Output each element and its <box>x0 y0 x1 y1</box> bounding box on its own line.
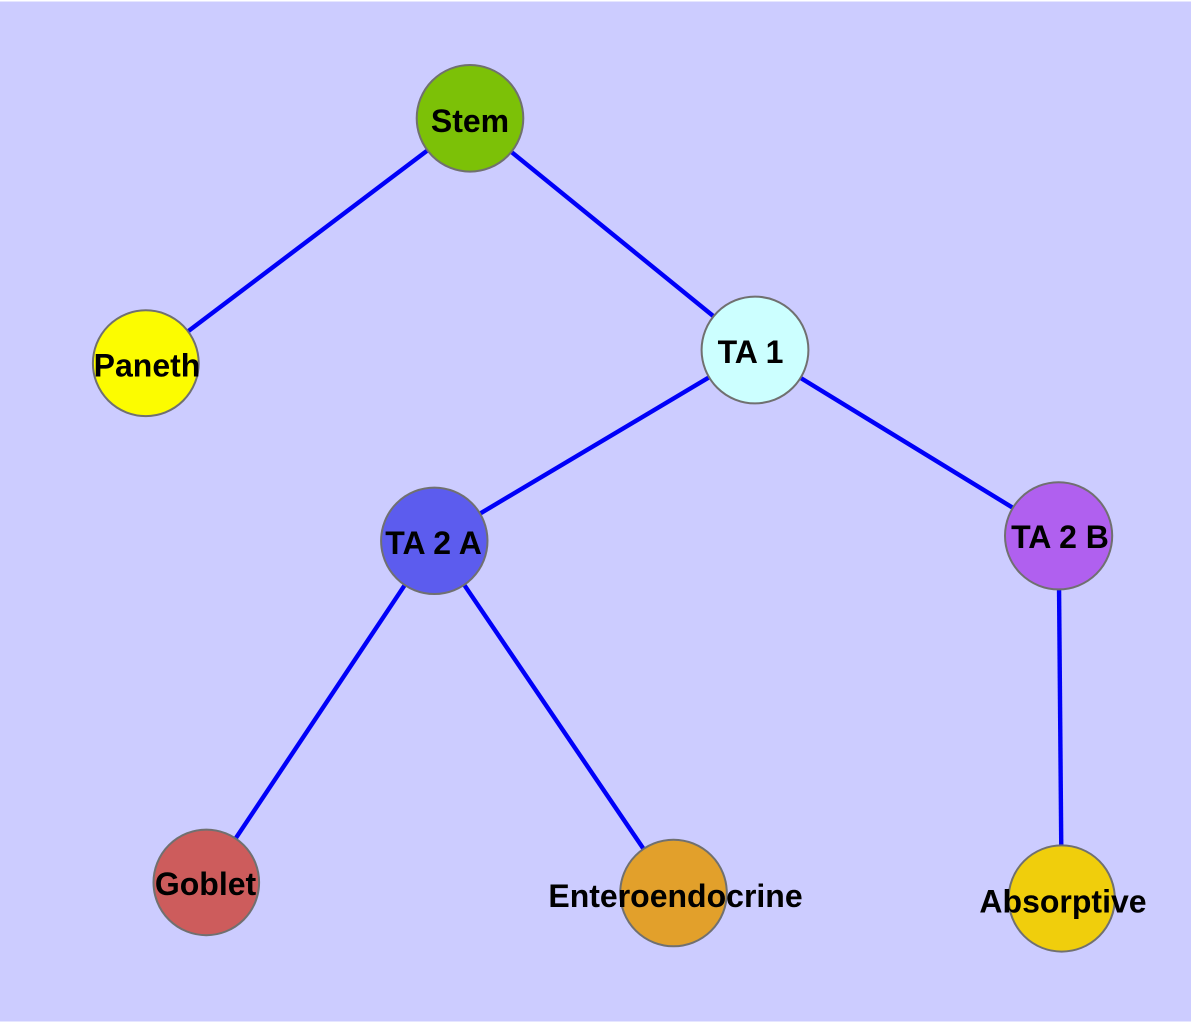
svg-text:TA 1: TA 1 <box>718 334 784 370</box>
svg-text:Goblet: Goblet <box>155 866 257 902</box>
svg-text:Enteroendocrine: Enteroendocrine <box>548 878 802 914</box>
svg-text:TA 2 A: TA 2 A <box>385 525 482 561</box>
svg-text:TA 2 B: TA 2 B <box>1011 519 1109 555</box>
svg-text:Absorptive: Absorptive <box>979 884 1146 920</box>
svg-text:Stem: Stem <box>431 103 509 139</box>
svg-text:Paneth: Paneth <box>94 348 201 384</box>
